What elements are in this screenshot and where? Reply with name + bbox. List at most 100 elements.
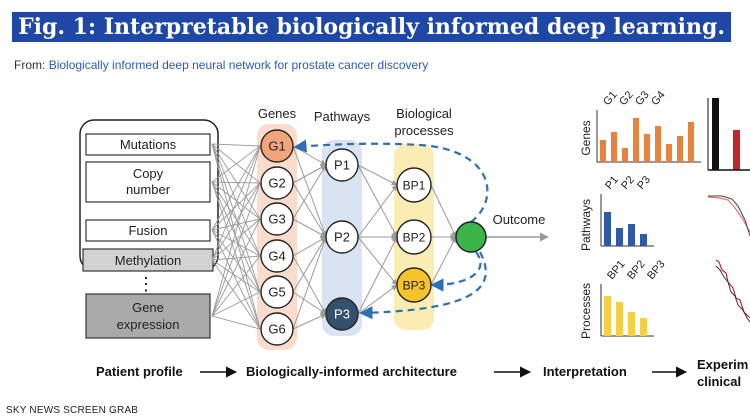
flow-experimental-line1: Experim (697, 357, 748, 372)
connection-input-4-gene-4 (211, 291, 261, 317)
source-line: From: Biologically informed deep neural … (14, 58, 428, 72)
process-node-bp1 (396, 167, 432, 203)
connection-gene-0-pathway-0 (292, 145, 327, 166)
interp-genes-bar (600, 140, 606, 162)
connection-gene-0-pathway-1 (292, 145, 327, 238)
interp-pathways-bar (616, 228, 623, 246)
processes-heading-line1: Biological (396, 106, 452, 121)
gene-node-label: G3 (268, 212, 285, 227)
interp-pathways-bar (628, 224, 635, 246)
connection-input-4-gene-2 (211, 218, 261, 317)
connection-input-0-gene-2 (211, 143, 261, 220)
connection-input-4-gene-5 (211, 315, 261, 330)
interp-processes-bar (604, 296, 611, 336)
exp-survival-curve-2 (708, 195, 750, 237)
interp-pathways-bar (604, 212, 611, 246)
interp-processes-category-label: BP2 (625, 258, 648, 282)
gene-node-label: G4 (268, 249, 285, 264)
interp-genes-bar (633, 118, 639, 162)
outcome-label: Outcome (493, 212, 546, 227)
source-link[interactable]: Biologically informed deep neural networ… (48, 58, 429, 72)
connection-gene-4-pathway-1 (292, 236, 327, 293)
connection-pathway-2-process-2 (357, 284, 398, 315)
connection-process-2-outcome (430, 236, 457, 286)
connection-input-3-gene-1 (211, 182, 261, 261)
interp-genes-axis-label: Genes (579, 120, 593, 155)
pathway-node-label: P3 (334, 307, 350, 322)
gene-node-g4 (260, 239, 294, 273)
connection-pathway-0-process-0 (357, 164, 398, 186)
connection-input-0-gene-4 (211, 143, 261, 293)
connection-input-2-gene-0 (211, 145, 261, 231)
from-label: From: (14, 58, 46, 72)
connection-gene-1-pathway-1 (292, 182, 327, 238)
input-mutations-box (85, 133, 211, 156)
connection-input-3-gene-2 (211, 218, 261, 261)
process-node-label: BP2 (403, 231, 426, 245)
connection-input-1-gene-5 (211, 181, 261, 330)
input-fusion-label: Fusion (128, 223, 167, 238)
connection-input-3-gene-0 (211, 145, 261, 261)
interp-genes-category-label: G4 (649, 89, 668, 108)
connection-gene-5-pathway-1 (292, 236, 328, 330)
pathways-heading: Pathways (314, 109, 371, 124)
exp-survival-curve-4 (715, 265, 750, 323)
figure-title: Fig. 1: Interpretable biologically infor… (12, 12, 731, 42)
connection-pathway-2-process-1 (357, 236, 398, 315)
interp-processes-category-label: BP3 (645, 258, 668, 282)
connection-gene-4-pathway-2 (292, 291, 327, 315)
connection-input-0-gene-0 (211, 143, 261, 147)
input-methylation-label: Methylation (115, 253, 181, 268)
connection-gene-2-pathway-1 (292, 218, 327, 238)
interp-genes-bar (677, 136, 683, 162)
input-copy-number-box (85, 161, 211, 203)
outcome-node (455, 221, 487, 253)
interp-genes-category-label: G3 (633, 89, 652, 108)
interp-processes-category-label: BP1 (605, 258, 628, 282)
interp-genes-bar (688, 122, 694, 162)
connection-pathway-0-process-1 (357, 164, 398, 238)
connection-pathway-1-process-0 (357, 184, 398, 238)
interp-genes-bar (644, 134, 650, 162)
gene-node-label: G1 (268, 139, 285, 154)
connection-input-2-gene-3 (211, 229, 261, 257)
connection-input-3-gene-5 (211, 259, 261, 330)
interp-genes-bar (666, 144, 672, 162)
gene-node-g5 (260, 275, 294, 309)
gene-node-g2 (260, 166, 294, 200)
exp-bar-red (733, 130, 740, 170)
interp-genes-bar (622, 148, 628, 162)
connection-input-4-gene-3 (211, 255, 261, 317)
connection-gene-5-pathway-2 (292, 313, 327, 330)
connection-process-0-outcome (430, 184, 457, 238)
pathway-node-p2 (325, 220, 359, 254)
interp-genes-category-label: G1 (601, 89, 620, 108)
process-node-label: BP3 (403, 279, 426, 293)
connection-input-1-gene-0 (211, 145, 261, 183)
gene-node-label: G2 (268, 176, 285, 191)
input-copy-number-line1: Copy (133, 166, 164, 181)
connection-input-3-gene-3 (211, 255, 261, 261)
processes-heading-line2: processes (394, 123, 454, 138)
gene-node-g1 (260, 129, 294, 163)
interp-processes-bar (628, 312, 635, 336)
interp-pathways-category-label: P1 (603, 174, 621, 192)
connection-input-1-gene-4 (211, 181, 261, 293)
input-mutations-label: Mutations (120, 137, 177, 152)
flow-experimental-line2: clinical (697, 374, 741, 389)
flow-interpretation: Interpretation (543, 364, 627, 379)
pathway-node-p3 (325, 297, 359, 331)
interp-pathways-axis-label: Pathways (579, 199, 593, 251)
gene-node-label: G6 (268, 322, 285, 337)
input-ellipsis: ⋮ (137, 274, 155, 294)
pathway-to-process-connections (357, 164, 398, 315)
flow-architecture: Biologically-informed architecture (246, 364, 457, 379)
connection-gene-1-pathway-0 (292, 164, 327, 184)
connection-input-1-gene-3 (211, 181, 261, 257)
connection-input-3-gene-4 (211, 259, 261, 293)
connection-input-2-gene-2 (211, 218, 261, 231)
process-to-outcome-connections (430, 184, 457, 286)
